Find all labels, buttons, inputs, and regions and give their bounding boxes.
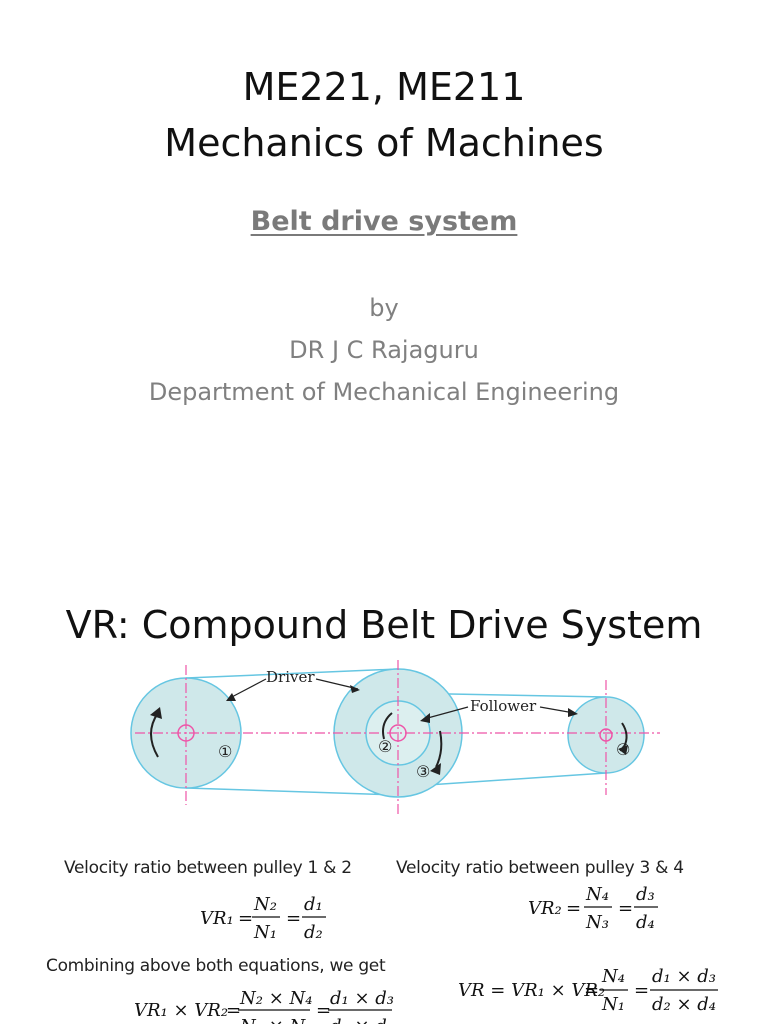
vr1-numerator-N2: N₂ — [253, 894, 277, 915]
pulley-4-number: ④ — [616, 740, 630, 759]
combined-numerator-d: d₁ × d₃ — [330, 988, 394, 1009]
center-lines — [135, 660, 660, 815]
equals-3: = — [566, 898, 581, 919]
follower-arrow-head-left — [420, 713, 430, 723]
vr2-symbol: VR₂ — [528, 898, 562, 919]
total-numerator-N4: N₄ — [601, 966, 625, 987]
equals-2: = — [286, 908, 301, 929]
driver-arrow-head-right — [350, 685, 360, 693]
vr1-symbol: VR₁ — [200, 908, 234, 929]
equals-6: = — [316, 1000, 331, 1021]
combined-denominator-N: N₁ × N₃ — [239, 1016, 312, 1024]
total-denominator-N1: N₁ — [601, 994, 625, 1015]
equals-1: = — [238, 908, 253, 929]
course-code: ME221, ME211 — [242, 65, 526, 109]
vr12-label: Velocity ratio between pulley 1 & 2 — [64, 858, 352, 878]
combined-denominator-d: d₂ × d₄ — [330, 1016, 394, 1024]
vr2-numerator-N4: N₄ — [585, 884, 609, 905]
vr1-times-vr2: VR₁ × VR₂ — [134, 1000, 228, 1021]
equations: VR₁ = N₂ N₁ = d₁ d₂ VR₂ = N₄ N₃ = d₃ d₄ … — [134, 884, 718, 1024]
equals-4: = — [618, 898, 633, 919]
equals-7: = — [584, 980, 599, 1001]
driver-arrow-head-left — [226, 693, 236, 701]
equals-8: = — [634, 980, 649, 1001]
vr1-denominator-N1: N₁ — [253, 922, 277, 943]
topic-heading: Belt drive system — [250, 206, 518, 237]
course-name: Mechanics of Machines — [164, 121, 604, 165]
hub-4 — [599, 728, 613, 742]
vr34-label: Velocity ratio between pulley 3 & 4 — [396, 858, 684, 878]
vr2-denominator-N3: N₃ — [585, 912, 609, 933]
author-name: DR J C Rajaguru — [289, 336, 479, 364]
equals-5: = — [226, 1000, 241, 1021]
section-title: VR: Compound Belt Drive System — [65, 603, 703, 647]
hub-1 — [177, 724, 195, 742]
arrow-heads — [150, 707, 628, 775]
total-denominator-d: d₂ × d₄ — [652, 994, 716, 1015]
by-line: by — [369, 294, 399, 322]
vr1-denominator-d2: d₂ — [304, 922, 323, 943]
department-name: Department of Mechanical Engineering — [148, 378, 620, 406]
vr1-numerator-d1: d₁ — [304, 894, 323, 915]
combine-label: Combining above both equations, we get — [46, 956, 386, 976]
vr2-numerator-d3: d₃ — [636, 884, 655, 905]
hub-2 — [389, 724, 407, 742]
vr-total-expression: VR = VR₁ × VR₂ — [458, 980, 605, 1001]
vr2-denominator-d4: d₄ — [636, 912, 655, 933]
compound-belt-diagram: ① ② ③ ④ Driver Follower — [130, 660, 660, 815]
pulley-3-number: ③ — [416, 762, 430, 781]
pulley-1-number: ① — [218, 742, 232, 761]
pulley-2-number: ② — [378, 737, 392, 756]
follower-arrow-head-right — [568, 708, 578, 717]
total-numerator-d: d₁ × d₃ — [652, 966, 716, 987]
combined-numerator-N: N₂ × N₄ — [239, 988, 312, 1009]
driver-label: Driver — [266, 668, 315, 686]
follower-label: Follower — [470, 697, 537, 715]
